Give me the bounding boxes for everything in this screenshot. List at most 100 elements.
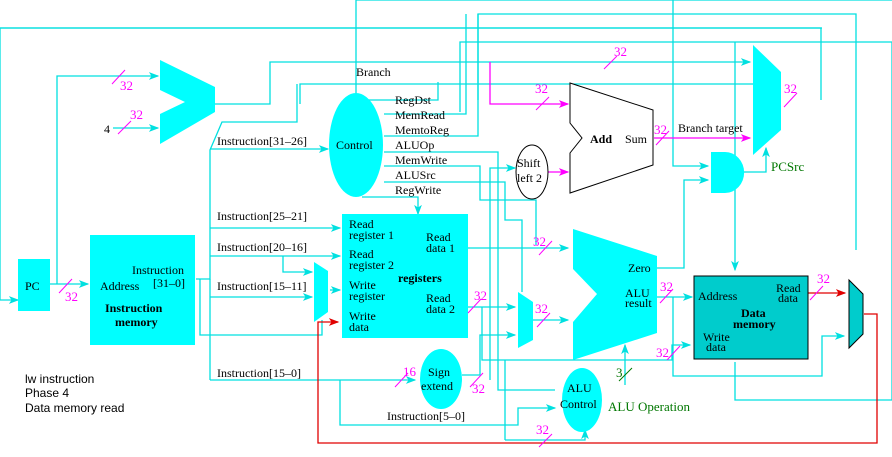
reg-read-data-2-a: Read	[426, 291, 451, 305]
signal-regdst: RegDst	[395, 93, 432, 107]
wire-memread-top	[459, 41, 892, 401]
field-25-21: Instruction[25–21]	[217, 209, 307, 223]
alu-zero-label: Zero	[628, 261, 651, 275]
alu-result-a: ALU	[625, 286, 650, 300]
field-31-26: Instruction[31–26]	[217, 134, 307, 148]
reg-write-register-a: Write	[349, 278, 376, 292]
pc-label: PC	[25, 279, 40, 293]
reg-read-register-1-b: register 1	[349, 228, 394, 242]
wire-regdst-sel	[199, 279, 323, 336]
note-line3: Data memory read	[25, 401, 124, 415]
width-branch-target: 32	[654, 122, 667, 137]
width-aluop-3: 3	[616, 365, 623, 380]
branch-and-gate	[711, 152, 745, 193]
imem-address-label: Address	[100, 279, 140, 293]
wire-signext-mux	[462, 331, 517, 376]
wire-signext-shift	[489, 164, 517, 380]
data-memory	[693, 275, 809, 360]
width-signext-out: 32	[472, 381, 485, 396]
regdst-mux	[314, 262, 328, 322]
pcsrc-label: PCSrc	[771, 159, 804, 174]
reg-write-data-b: data	[349, 320, 370, 334]
reg-read-data-1-b: data 1	[426, 241, 455, 255]
reg-read-register-2-a: Read	[349, 247, 374, 261]
sign-extend-line2: extend	[421, 379, 453, 393]
width-pc4-add: 32	[535, 81, 548, 96]
wire-regdst	[368, 82, 439, 101]
dmem-read-data-b: data	[778, 291, 799, 305]
note-line1: lw instruction	[25, 372, 94, 386]
wire-memtoreg-top	[477, 13, 857, 250]
alusrc-mux	[518, 292, 533, 348]
imem-name-line2: memory	[115, 315, 158, 329]
field-15-11: Instruction[15–11]	[217, 279, 307, 293]
width-rd1: 32	[533, 234, 546, 249]
alu-result-b: result	[625, 296, 652, 310]
wire-pc4-mux	[215, 58, 752, 105]
shift-left-line1: Shift	[517, 156, 541, 170]
sign-extend-line1: Sign	[428, 365, 450, 379]
width-aluresult: 32	[660, 279, 673, 294]
wire-rt-mux	[282, 256, 314, 276]
dmem-write-data-a: Write	[703, 330, 730, 344]
field-20-16: Instruction[20–16]	[217, 240, 307, 254]
alu-control-line2: Control	[560, 397, 597, 411]
signal-aluop: ALUOp	[395, 138, 434, 152]
signal-regwrite: RegWrite	[395, 183, 441, 197]
control-label: Control	[336, 138, 373, 152]
wire-zero-and	[657, 176, 710, 269]
wire-aluop	[384, 151, 555, 391]
signal-memwrite: MemWrite	[395, 153, 447, 167]
branch-adder-sum: Sum	[625, 132, 648, 146]
width-mux-alu: 32	[535, 301, 548, 316]
width-writedata: 32	[656, 345, 669, 360]
wire-branch-and	[672, 0, 710, 170]
wire-pcsrc	[742, 146, 770, 173]
width-pc-imem: 32	[65, 289, 78, 304]
alu-control	[562, 368, 602, 432]
wire-writeback	[317, 313, 878, 444]
dmem-name-line2: memory	[733, 317, 776, 331]
pc-register	[18, 259, 50, 311]
wire-regwrite	[362, 196, 422, 216]
wire-memtoreg	[384, 14, 479, 137]
width-aluctrl-in: 32	[536, 422, 549, 437]
shift-left-line2: left 2	[517, 171, 542, 185]
dmem-address: Address	[698, 289, 738, 303]
imem-instruction-label: Instruction	[132, 263, 184, 277]
width-pc-mux-out: 32	[784, 81, 797, 96]
width-rd2: 32	[474, 288, 487, 303]
field-15-0: Instruction[15–0]	[217, 366, 301, 380]
wire-memwrite	[384, 165, 537, 245]
alu	[573, 229, 657, 360]
constant-four: 4	[104, 122, 110, 136]
wire-pc4-add	[489, 62, 570, 108]
pcsrc-mux	[753, 45, 781, 155]
imem-name-line1: Instruction	[105, 301, 163, 315]
signal-alusrc: ALUSrc	[395, 168, 436, 182]
width-pc-adder: 32	[120, 78, 133, 93]
reg-read-data-2-b: data 2	[426, 302, 455, 316]
width-const4: 32	[130, 107, 143, 122]
wire-alusrc	[384, 181, 523, 292]
shift-left-2	[515, 144, 549, 200]
branch-adder-label: Add	[590, 132, 612, 146]
branch-signal-label: Branch	[356, 65, 391, 79]
dmem-write-data-b: data	[706, 340, 727, 354]
bus-width-markers: 32 32 32 32 32 32 32 32 32 32 32 32 32 1…	[58, 44, 830, 448]
wire-aluop-ctrl	[505, 428, 589, 441]
sign-extend	[420, 349, 462, 409]
wire-rd2-dmem	[481, 307, 692, 361]
branch-target-label: Branch target	[678, 121, 743, 135]
wire-pc-next	[0, 27, 822, 304]
alu-control-line1: ALU	[567, 381, 592, 395]
registers-name: registers	[398, 271, 442, 285]
width-readdata: 32	[817, 271, 830, 286]
dmem-read-data-a: Read	[776, 281, 801, 295]
wire-pc-adder	[56, 72, 160, 284]
dmem-name-line1: Data	[741, 306, 766, 320]
register-file	[342, 214, 468, 338]
signal-memtoreg: MemtoReg	[395, 123, 449, 137]
signal-memread: MemRead	[395, 108, 445, 122]
